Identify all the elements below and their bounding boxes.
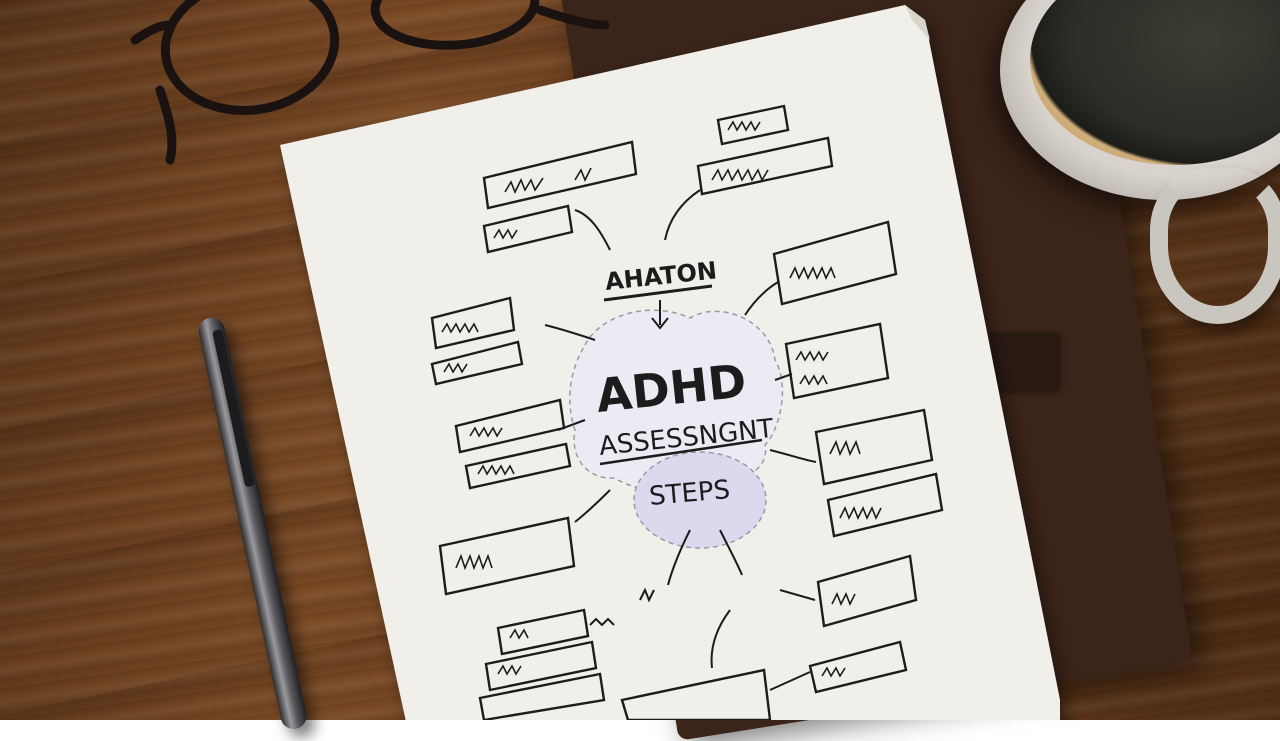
glasses-icon [130,0,610,165]
center-steps: STEPS [648,475,731,512]
notebook-page: ADHD ASSESSNGNT STEPS AHATON [280,5,1060,720]
mug-handle [1150,168,1280,324]
notebook-strap [990,332,1058,390]
